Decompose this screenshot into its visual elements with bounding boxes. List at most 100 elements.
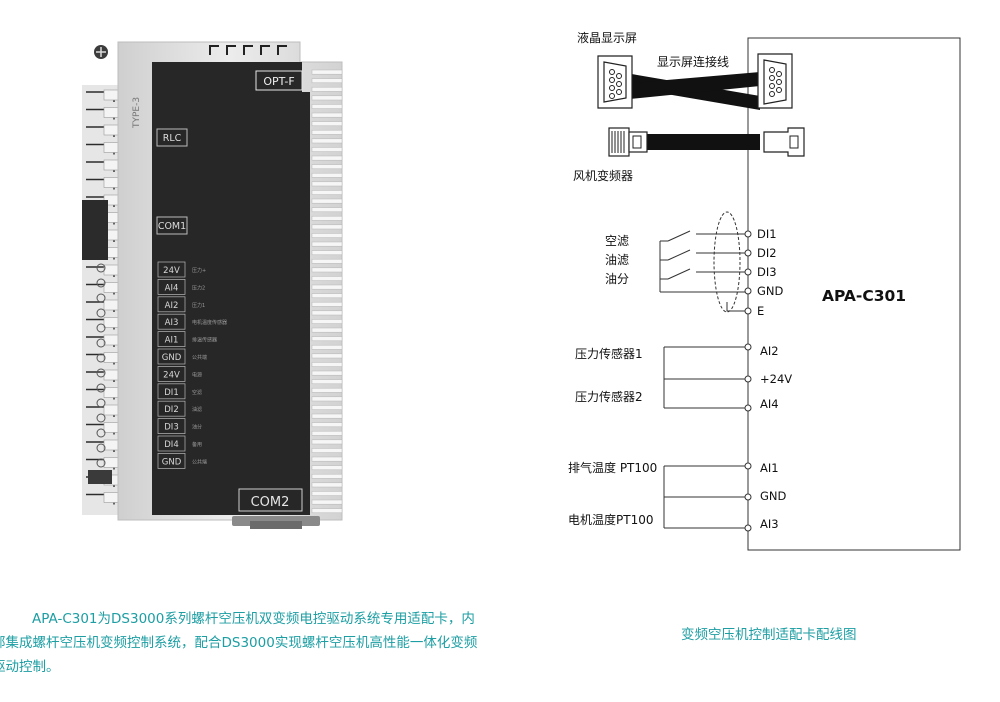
- temp-pin-label: GND: [760, 489, 787, 503]
- pressure-sensor-label: 压力传感器1: [575, 346, 643, 361]
- fin: [311, 353, 343, 359]
- fin: [311, 336, 343, 342]
- terminal-screw-icon: [96, 338, 106, 348]
- earth-wire: [726, 302, 748, 312]
- inverter-label: 风机变频器: [573, 168, 633, 183]
- terminal-row: 24V 电源: [157, 365, 202, 382]
- terminal-code: AI1: [165, 336, 179, 346]
- di-pin-label: GND: [757, 284, 784, 298]
- fin: [311, 430, 343, 436]
- pin-terminal-icon: [744, 287, 752, 295]
- fin: [311, 164, 343, 170]
- fin: [311, 69, 343, 75]
- terminal-box: [157, 400, 186, 417]
- terminal-box: [157, 348, 186, 365]
- terminal-code: AI2: [165, 301, 179, 311]
- fin: [311, 439, 343, 445]
- figure-caption: 变频空压机控制适配卡配线图: [681, 627, 857, 643]
- com1-label: COM1: [158, 221, 186, 232]
- terminal-screw-icon: [96, 458, 106, 468]
- fin: [311, 499, 343, 505]
- terminal-screw-icon: [96, 323, 106, 333]
- terminal-row: DI1 空滤: [157, 383, 202, 400]
- terminal-code: DI2: [164, 405, 178, 415]
- com1-box: [156, 216, 188, 235]
- fin: [311, 405, 343, 410]
- terminal-box: [157, 278, 186, 295]
- pressure-pin-label: AI4: [760, 397, 779, 411]
- pressure-pin-label: AI2: [760, 344, 779, 358]
- fin: [311, 233, 343, 238]
- fin: [311, 413, 343, 419]
- opt-f-tag: [255, 70, 303, 91]
- terminal-box: [157, 452, 186, 469]
- terminal-screw-icon: [96, 383, 106, 393]
- com2-box: [238, 488, 303, 512]
- fin: [311, 293, 343, 299]
- fin: [311, 198, 343, 204]
- switch-blade: [667, 230, 691, 242]
- terminal-desc: 压力+: [192, 267, 206, 274]
- fin: [311, 86, 343, 92]
- terminal-desc: 电机温度传感器: [192, 319, 227, 326]
- temp-sensor-label: 排气温度 PT100: [568, 460, 657, 475]
- temp-pin-label: AI3: [760, 517, 779, 531]
- switch-label: 油滤: [605, 253, 629, 267]
- fin: [311, 250, 343, 256]
- fin: [311, 147, 343, 152]
- rlc-box: [156, 128, 188, 147]
- top-pin: [277, 45, 287, 55]
- clip-teeth: [86, 89, 123, 505]
- terminal-code: DI1: [164, 388, 178, 398]
- fin: [311, 344, 343, 350]
- di-pin-label: E: [757, 304, 764, 318]
- fin: [311, 241, 343, 247]
- top-pin: [260, 45, 270, 55]
- pin-terminal-icon: [744, 404, 752, 412]
- lcd-label: 液晶显示屏: [577, 30, 637, 45]
- inverter-rj45-connector-icon: [608, 127, 648, 157]
- fin: [311, 327, 343, 333]
- rlc-label: RLC: [163, 133, 182, 144]
- terminal-screw-icon: [96, 368, 106, 378]
- terminal-screw-icon: [96, 263, 106, 273]
- com2-label: COM2: [251, 495, 290, 510]
- fin: [311, 396, 343, 402]
- terminal-row: 24V 压力+: [157, 261, 206, 278]
- terminal-code: 24V: [163, 266, 180, 276]
- device-db9-connector-icon: [757, 53, 793, 109]
- fin: [311, 78, 343, 84]
- fin: [311, 138, 343, 144]
- terminal-desc: 空滤: [192, 389, 202, 396]
- pin-terminal-icon: [744, 307, 752, 315]
- front-panel: [152, 62, 310, 515]
- device-label: APA-C301: [822, 287, 906, 305]
- terminal-box: [157, 365, 186, 382]
- terminal-code: 24V: [163, 370, 180, 380]
- di-pin-label: DI3: [757, 265, 777, 279]
- wiring-diagram: APA-C301 液晶显示屏 显示屏连接线: [568, 30, 961, 551]
- fin: [311, 155, 343, 161]
- terminal-desc: 压力2: [192, 284, 205, 291]
- description-text: APA-C301为DS3000系列螺杆空压机双变频电控驱动系统专用适配卡，内部集…: [0, 611, 478, 675]
- terminal-box: [157, 313, 186, 330]
- switch-blade: [667, 249, 691, 261]
- terminal-desc: 电源: [192, 371, 202, 378]
- fin: [311, 465, 343, 471]
- fin: [311, 319, 343, 324]
- top-pins: [209, 45, 287, 55]
- fin: [311, 370, 343, 376]
- terminal-code: GND: [162, 353, 182, 363]
